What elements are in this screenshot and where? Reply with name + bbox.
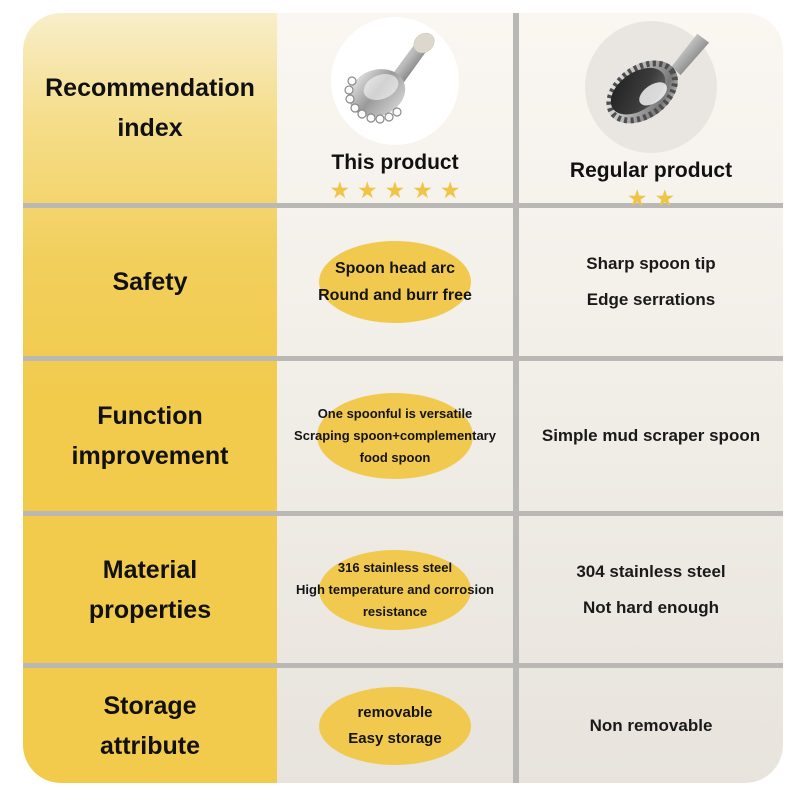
regular-product-rating: ★★ [626, 185, 683, 211]
scalloped-spoon-icon [331, 17, 459, 145]
row-divider [23, 511, 783, 516]
header-label-line: index [117, 114, 183, 142]
row-label-line: Function [97, 402, 203, 430]
highlight-ellipse: Spoon head arc Round and burr free [318, 241, 472, 323]
highlight-ellipse: removable Easy storage [319, 686, 471, 765]
this-product-name: This product [331, 151, 459, 174]
this-product-rating: ★★★★★ [329, 177, 468, 203]
function-this-cell: One spoonful is versatile Scraping spoon… [277, 361, 513, 511]
storage-this-cell: removable Easy storage [277, 668, 513, 783]
safety-regular-cell: Sharp spoon tip Edge serrations [519, 208, 783, 356]
highlight-ellipse: 316 stainless steel High temperature and… [296, 549, 494, 630]
serrated-spoon-icon [585, 21, 717, 153]
plain-text-line: 304 stainless steel [576, 561, 726, 581]
row-divider [23, 356, 783, 361]
pill-text-line: resistance [362, 603, 428, 619]
header-label-line: Recommendation [45, 74, 255, 102]
regular-product-header: Regular product ★★ [519, 13, 783, 211]
pill-text-line: Easy storage [348, 729, 442, 747]
this-product-header: This product ★★★★★ [277, 13, 513, 203]
storage-row-label: Storage attribute [23, 668, 277, 783]
row-divider [23, 203, 783, 208]
row-label-line: properties [88, 595, 212, 624]
regular-product-name: Regular product [569, 159, 733, 182]
material-regular-cell: 304 stainless steel Not hard enough [519, 516, 783, 663]
pill-text-line: Scraping spoon+complementary [294, 428, 496, 443]
pill-text-line: 316 stainless steel [337, 559, 453, 575]
label-column-background [23, 13, 277, 783]
vertical-divider [513, 13, 519, 783]
row-label-line: Safety [112, 268, 188, 296]
row-label-line: attribute [100, 731, 200, 760]
pill-text-line: food spoon [359, 450, 431, 465]
plain-text-line: Simple mud scraper spoon [541, 426, 761, 445]
pill-text-line: Round and burr free [318, 287, 472, 304]
function-regular-cell: Simple mud scraper spoon [519, 361, 783, 511]
safety-this-cell: Spoon head arc Round and burr free [277, 208, 513, 356]
storage-regular-cell: Non removable [519, 668, 783, 783]
plain-text-line: Sharp spoon tip [586, 254, 716, 273]
pill-text-line: One spoonful is versatile [317, 406, 473, 421]
material-row-label: Material properties [23, 516, 277, 663]
pill-text-line: Spoon head arc [334, 260, 456, 277]
row-label-line: Material [102, 555, 198, 584]
highlight-ellipse: One spoonful is versatile Scraping spoon… [294, 393, 496, 479]
safety-row-label: Safety [23, 208, 277, 356]
row-divider [23, 663, 783, 668]
function-row-label: Function improvement [23, 361, 277, 511]
row-label-line: improvement [71, 442, 229, 470]
material-this-cell: 316 stainless steel High temperature and… [277, 516, 513, 663]
header-row-label: Recommendation index [23, 13, 277, 203]
pill-text-line: removable [357, 703, 433, 721]
plain-text-line: Non removable [589, 715, 713, 735]
plain-text-line: Not hard enough [583, 597, 719, 617]
row-label-line: Storage [103, 691, 197, 720]
comparison-table: Recommendation index [23, 13, 783, 783]
plain-text-line: Edge serrations [586, 290, 716, 309]
pill-text-line: High temperature and corrosion [296, 581, 494, 597]
